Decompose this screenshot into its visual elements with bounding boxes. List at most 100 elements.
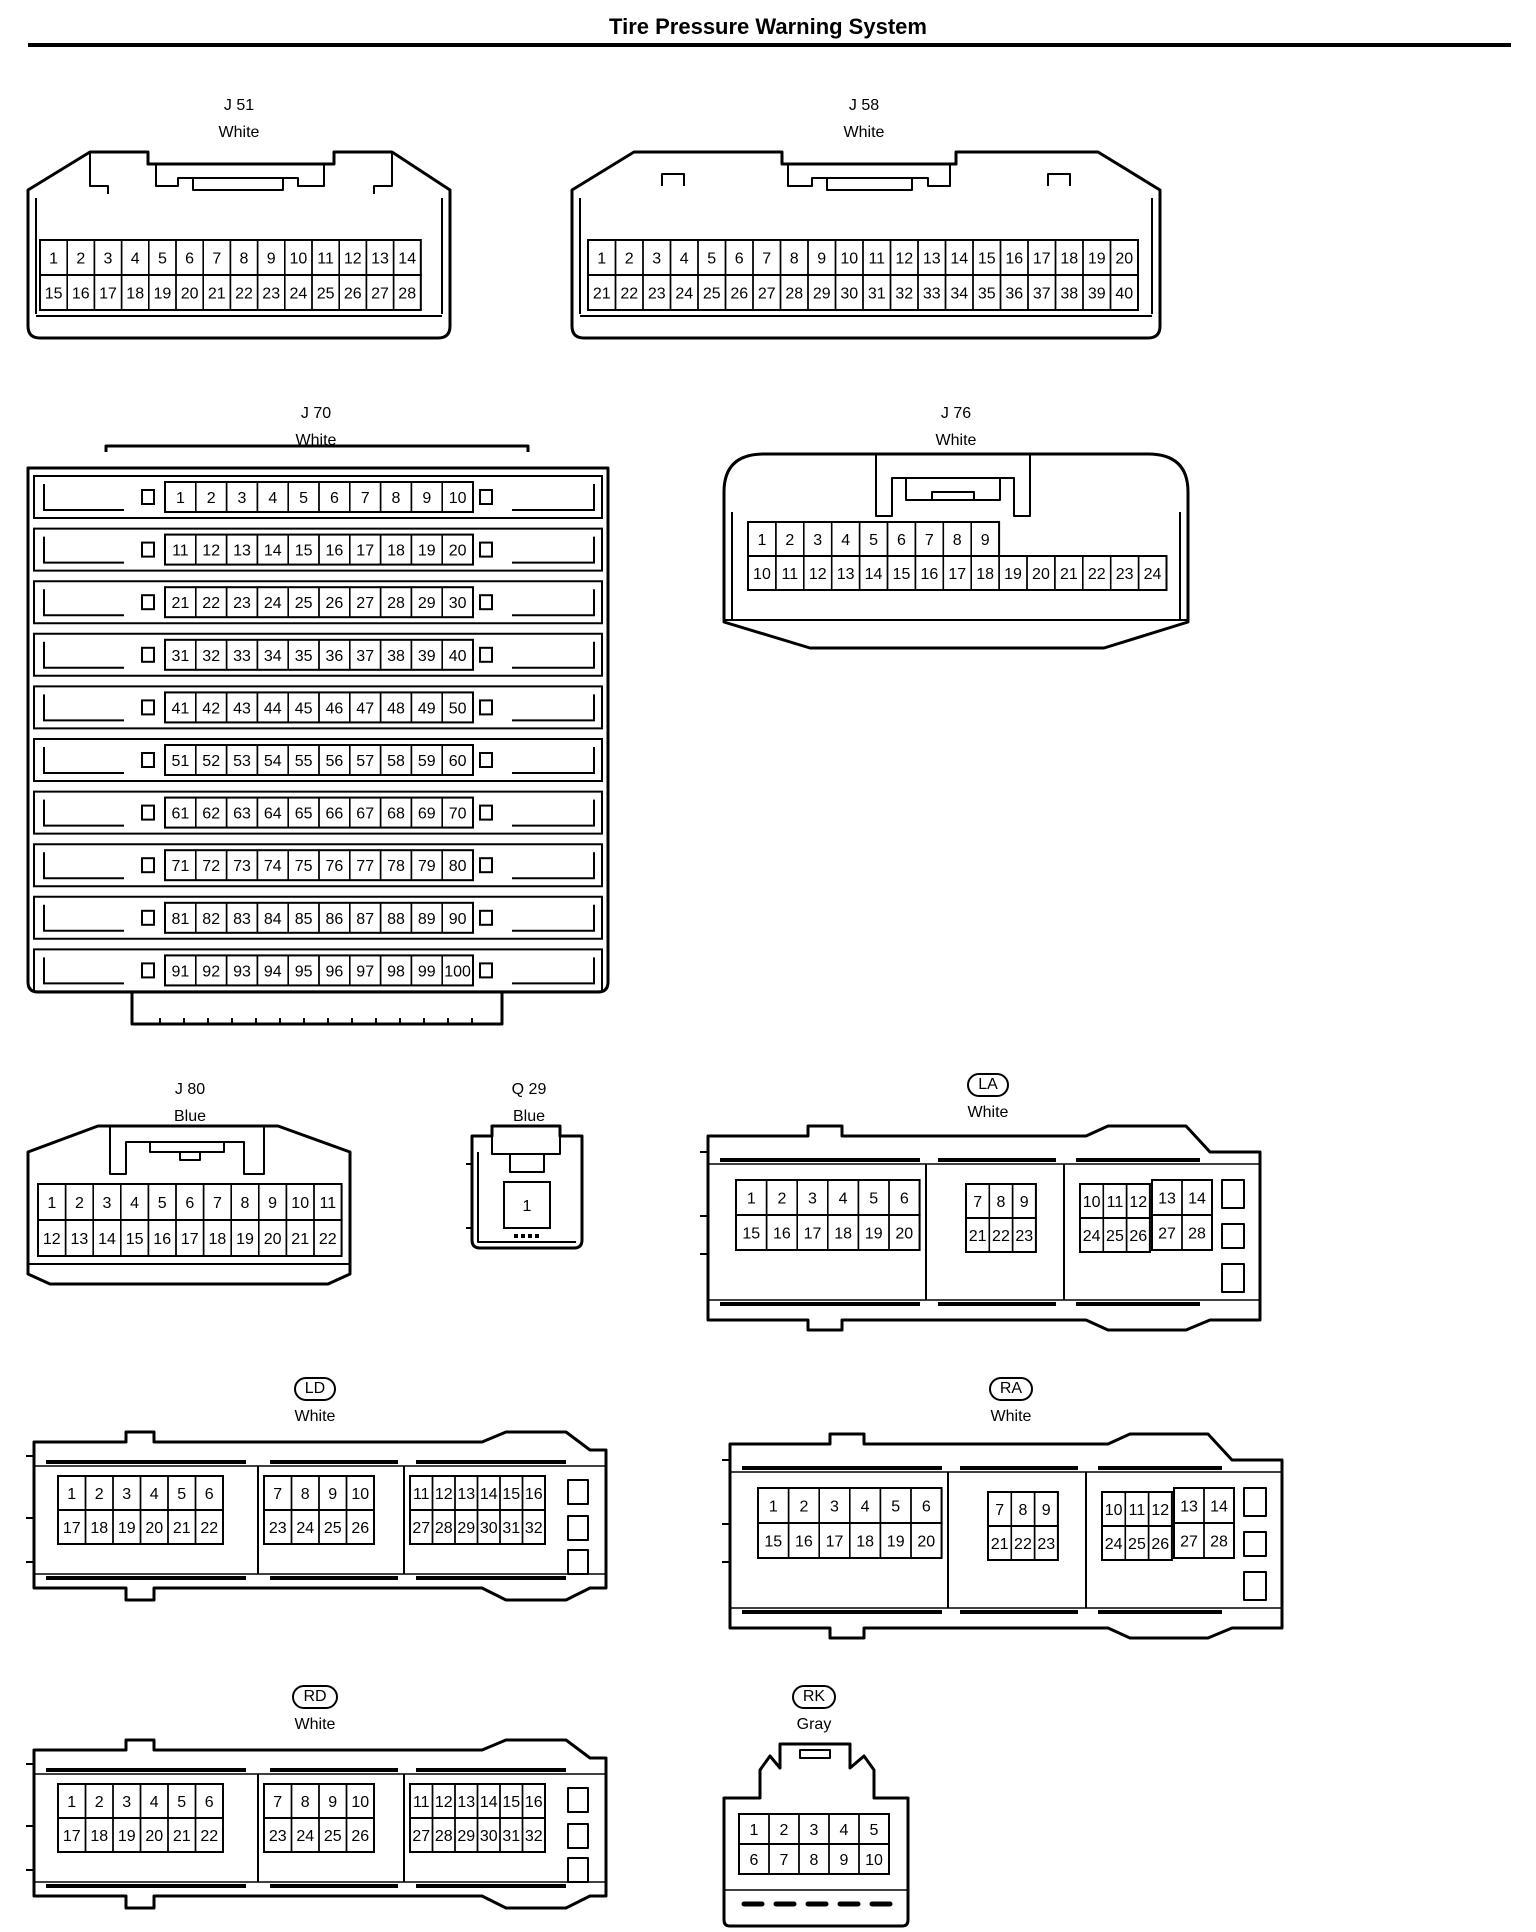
- pin-cell: 6: [888, 1179, 921, 1216]
- pin-cell: 12: [889, 239, 919, 276]
- pin-number: 83: [233, 911, 251, 928]
- pin-box: [858, 1843, 890, 1875]
- pin-number: 46: [326, 700, 344, 717]
- pin-cell: 5: [697, 239, 727, 276]
- pin-number: 84: [264, 911, 282, 928]
- pin-cell: 13: [1151, 1179, 1183, 1216]
- pin-number: 1: [47, 1195, 56, 1212]
- pin-cell: 20: [1109, 239, 1139, 276]
- pin-cell: 29: [410, 586, 443, 618]
- pin-number: 7: [780, 1852, 789, 1869]
- pin-cell: 38: [1054, 274, 1084, 311]
- pin-cell: 25: [311, 274, 340, 311]
- pin-cell: 18: [379, 533, 413, 566]
- pin-number: 5: [158, 251, 167, 268]
- pin-cell: 4: [120, 1183, 150, 1221]
- pin-number: 7: [762, 251, 771, 268]
- pin-cell: 24: [284, 274, 313, 311]
- pin-number: 7: [995, 1502, 1004, 1519]
- pin-number: 54: [264, 753, 282, 770]
- pin-cell: 28: [392, 274, 422, 311]
- pin-cell: 61: [164, 796, 197, 829]
- connector-j51-header: J 51 White: [139, 92, 339, 146]
- pin-cell: 40: [441, 639, 474, 671]
- pin-number: 1: [67, 1486, 76, 1503]
- j70-key: [479, 962, 493, 979]
- pin-cell: 13: [830, 555, 861, 591]
- pin-cell: 9: [1011, 1183, 1037, 1219]
- j70-rail-latch: [43, 641, 595, 669]
- pin-box: [1011, 1217, 1037, 1253]
- pin-cell: 20: [888, 1214, 921, 1251]
- pin-cell: 25: [318, 1509, 348, 1545]
- pin-cell: 12: [1125, 1183, 1151, 1219]
- pin-number: 12: [344, 251, 362, 268]
- pin-cell: 6: [194, 1475, 224, 1511]
- pin-cell: 16: [318, 533, 351, 566]
- pin-cell: 34: [256, 639, 289, 671]
- pin-cell: 25: [1102, 1217, 1128, 1253]
- pin-cell: 9: [828, 1843, 860, 1875]
- pin-number: 23: [262, 286, 280, 303]
- pin-number: 16: [153, 1231, 171, 1248]
- pin-cell: 6: [724, 239, 754, 276]
- pin-cell: 49: [410, 691, 443, 724]
- pin-number: 64: [264, 806, 282, 823]
- pin-number: 19: [1088, 251, 1106, 268]
- pin-cell: 12: [195, 533, 228, 566]
- pin-number: 21: [991, 1536, 1009, 1553]
- pin-number: 3: [830, 1499, 839, 1516]
- j70-key: [141, 646, 155, 663]
- pin-number: 12: [435, 1486, 453, 1503]
- pin-cell: 1: [735, 1179, 768, 1216]
- pin-cell: 5: [287, 481, 320, 513]
- pin-number: 3: [122, 1486, 131, 1503]
- pin-number: 29: [418, 595, 436, 612]
- pin-number: 22: [319, 1231, 337, 1248]
- pin-number: 17: [99, 286, 117, 303]
- pin-cell: 8: [798, 1843, 830, 1875]
- pin-cell: 16: [999, 239, 1029, 276]
- pin-number: 25: [317, 286, 335, 303]
- pin-number: 9: [268, 1195, 277, 1212]
- pin-box: [441, 481, 474, 513]
- pin-number: 16: [525, 1486, 543, 1503]
- pin-number: 66: [326, 806, 344, 823]
- pin-cell: 16: [787, 1522, 820, 1559]
- j70-key: [141, 962, 155, 979]
- pin-number: 19: [236, 1231, 254, 1248]
- pin-number: 31: [502, 1520, 520, 1537]
- pin-number: 3: [652, 251, 661, 268]
- pin-cell: 30: [476, 1817, 501, 1853]
- pin-cell: 19: [1082, 239, 1112, 276]
- pin-number: 41: [172, 700, 190, 717]
- pin-box: [1109, 274, 1139, 311]
- pin-number: 13: [1180, 1499, 1198, 1516]
- pin-number: 8: [790, 251, 799, 268]
- pin-cell: 32: [195, 639, 228, 671]
- pin-cell: 19: [148, 274, 177, 311]
- pin-number: 16: [773, 1226, 791, 1243]
- pin-number: 86: [326, 911, 344, 928]
- pin-number: 15: [978, 251, 996, 268]
- pin-cell: 12: [431, 1783, 456, 1819]
- j70-rail-latch: [43, 799, 595, 827]
- pin-number: 1: [67, 1794, 76, 1811]
- pin-cell: 25: [318, 1817, 348, 1853]
- pin-cell: 17: [93, 274, 123, 311]
- pin-number: 4: [130, 1195, 139, 1212]
- pin-number: 15: [295, 543, 313, 560]
- pin-cell: 34: [944, 274, 974, 311]
- pin-cell: 7: [914, 521, 945, 557]
- pin-cell: 51: [164, 744, 197, 776]
- pin-cell: 11: [409, 1475, 434, 1511]
- pin-cell: 11: [313, 1183, 343, 1221]
- pin-cell: 8: [988, 1183, 1014, 1219]
- j70-key: [141, 909, 155, 926]
- pin-number: 36: [1005, 286, 1023, 303]
